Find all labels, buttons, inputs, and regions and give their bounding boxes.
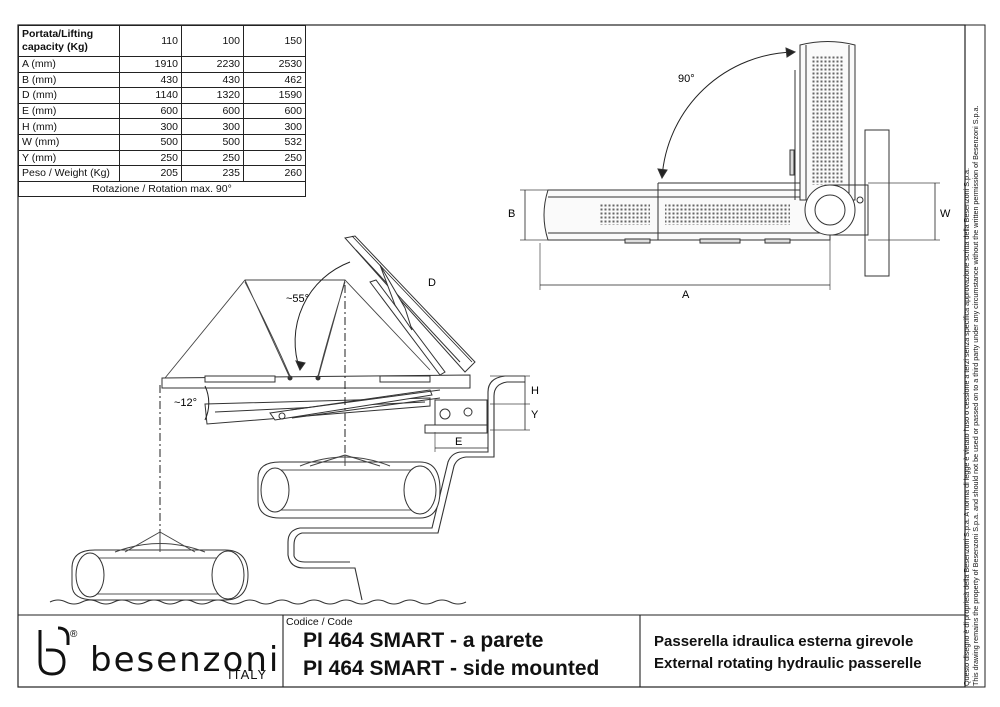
table-cell: 430 (119, 71, 182, 89)
brand-name: besenzoni (90, 640, 281, 680)
table-cell: 2530 (243, 56, 306, 73)
wall-plate-top (864, 129, 890, 277)
table-cell: 300 (181, 118, 244, 135)
table-cell: 500 (119, 133, 182, 151)
top-view (520, 41, 940, 290)
hull-profile (287, 375, 525, 601)
table-cell: 600 (181, 102, 244, 120)
handrail-stanchions (164, 279, 431, 379)
label-dim-w: W (940, 208, 951, 220)
table-row-label: B (mm) (18, 71, 120, 89)
table-header-label: Portata/Lifting capacity (Kg) (18, 25, 120, 57)
title-block-frame (18, 614, 965, 687)
table-cell: 1320 (181, 87, 244, 104)
table-cell: 250 (181, 149, 244, 167)
table-cell: 600 (243, 102, 306, 120)
table-cell: 235 (181, 165, 244, 182)
label-dim-y: Y (531, 409, 539, 421)
table-row: E (mm) 600 600 600 (18, 102, 306, 120)
tender-lower (71, 531, 249, 601)
legal-strip (964, 24, 986, 688)
legal-notice: Questo disegno è di proprietà della Bese… (962, 16, 994, 686)
table-cell: 1910 (119, 56, 182, 73)
table-row-label: Y (mm) (18, 149, 120, 167)
table-cell: 250 (243, 149, 306, 167)
spec-table: Portata/Lifting capacity (Kg) 110 100 15… (18, 25, 306, 198)
table-cell: 2230 (181, 56, 244, 73)
label-angle-90: 90° (678, 73, 695, 85)
side-view (49, 235, 530, 605)
rotation-arc (661, 51, 796, 179)
table-row: D (mm) 1140 1320 1590 (18, 87, 306, 104)
table-cell: 1140 (119, 87, 182, 104)
angle-55-arc (294, 261, 351, 371)
table-row-label: A (mm) (18, 56, 120, 73)
label-dim-b: B (508, 208, 515, 220)
product-code-english: PI 464 SMART - side mounted (303, 657, 600, 680)
brand-logo (38, 626, 70, 676)
label-dim-d: D (428, 277, 436, 289)
label-dim-a: A (682, 289, 690, 301)
code-caption: Codice / Code (286, 616, 353, 628)
table-cell: 205 (119, 165, 182, 182)
brand-country: ITALY (228, 667, 268, 682)
table-header-value: 110 (119, 25, 182, 57)
table-cell: 600 (119, 102, 182, 120)
table-row: B (mm) 430 430 462 (18, 71, 306, 89)
rotation-note: Rotazione / Rotation max. 90° (18, 180, 306, 198)
description-italian: Passerella idraulica esterna girevole (654, 633, 914, 650)
table-note-row: Rotazione / Rotation max. 90° (18, 180, 306, 198)
table-header-row: Portata/Lifting capacity (Kg) 110 100 15… (18, 25, 306, 57)
table-row: W (mm) 500 500 532 (18, 133, 306, 151)
table-row-label: Peso / Weight (Kg) (18, 165, 120, 182)
perforation-vertical (812, 55, 844, 185)
water-line (49, 599, 467, 605)
table-cell: 260 (243, 165, 306, 182)
table-cell: 462 (243, 71, 306, 89)
pivot-top (804, 184, 856, 236)
perforation-horizontal (600, 203, 790, 225)
table-row-label: D (mm) (18, 87, 120, 104)
label-dim-e: E (455, 436, 462, 448)
table-row: A (mm) 1910 2230 2530 (18, 56, 306, 73)
table-header-value: 150 (243, 25, 306, 57)
angle-12-arc (204, 385, 210, 421)
legal-notice-english: This drawing remains the property of Bes… (971, 105, 980, 686)
table-cell: 430 (181, 71, 244, 89)
table-row-label: E (mm) (18, 102, 120, 120)
table-cell: 500 (181, 133, 244, 151)
dimension-d-line (351, 235, 473, 363)
table-cell: 250 (119, 149, 182, 167)
table-row: Peso / Weight (Kg) 205 235 260 (18, 165, 306, 182)
table-cell: 300 (243, 118, 306, 135)
table-row: Y (mm) 250 250 250 (18, 149, 306, 167)
label-dim-h: H (531, 385, 539, 397)
table-cell: 532 (243, 133, 306, 151)
table-cell: 1590 (243, 87, 306, 104)
table-row-label: W (mm) (18, 133, 120, 151)
product-code-italian: PI 464 SMART - a parete (303, 629, 544, 652)
table-header-value: 100 (181, 25, 244, 57)
tender-upper (257, 454, 441, 519)
legal-notice-italian: Questo disegno è di proprietà della Bese… (962, 168, 971, 686)
label-angle-55: ~55° (286, 293, 309, 305)
table-cell: 300 (119, 118, 182, 135)
gangway-raised (344, 235, 476, 373)
lifting-arm (289, 389, 441, 419)
label-angle-12: ~12° (174, 397, 197, 409)
table-row: H (mm) 300 300 300 (18, 118, 306, 135)
description-english: External rotating hydraulic passerelle (654, 655, 922, 672)
registered-mark: ® (70, 629, 78, 640)
table-row-label: H (mm) (18, 118, 120, 135)
